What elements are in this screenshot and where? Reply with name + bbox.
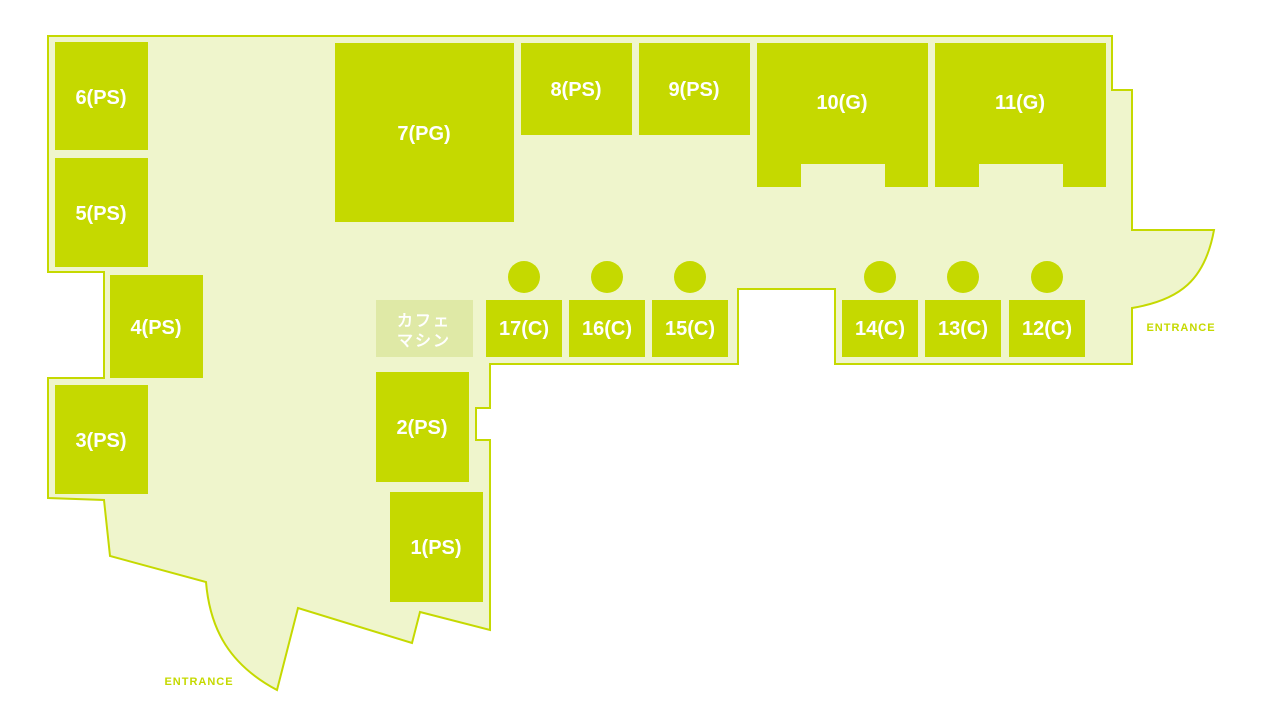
- room-label: 17(C): [499, 318, 549, 340]
- room-label: 13(C): [938, 318, 988, 340]
- room-14[interactable]: 14(C): [842, 261, 918, 357]
- room-label: 5(PS): [75, 203, 126, 225]
- room-15[interactable]: 15(C): [652, 261, 728, 357]
- room-label: 16(C): [582, 318, 632, 340]
- room-8[interactable]: 8(PS): [521, 43, 632, 135]
- room-9[interactable]: 9(PS): [639, 43, 750, 135]
- room-label: 4(PS): [130, 317, 181, 339]
- room-label: 11(G): [995, 92, 1045, 114]
- room-6[interactable]: 6(PS): [55, 42, 148, 150]
- room-label: 10(G): [816, 92, 867, 114]
- entrance-label-right: ENTRANCE: [1146, 322, 1215, 334]
- room-12[interactable]: 12(C): [1009, 261, 1085, 357]
- cafe-label-line1: カフェ: [397, 311, 451, 330]
- entrance-label-left: ENTRANCE: [164, 676, 233, 688]
- cafe-machine[interactable]: カフェ マシン: [376, 300, 473, 357]
- room-17[interactable]: 17(C): [486, 261, 562, 357]
- room-label: 1(PS): [410, 537, 461, 559]
- room-4[interactable]: 4(PS): [110, 275, 203, 378]
- room-label: 6(PS): [75, 87, 126, 109]
- room-label: 12(C): [1022, 318, 1072, 340]
- room-16[interactable]: 16(C): [569, 261, 645, 357]
- room-label: 3(PS): [75, 430, 126, 452]
- room-label: 8(PS): [550, 79, 601, 101]
- room-1[interactable]: 1(PS): [390, 492, 483, 602]
- room-3[interactable]: 3(PS): [55, 385, 148, 494]
- room-label: 15(C): [665, 318, 715, 340]
- room-label: 14(C): [855, 318, 905, 340]
- room-5[interactable]: 5(PS): [55, 158, 148, 267]
- room-label: 9(PS): [668, 79, 719, 101]
- room-11[interactable]: 11(G): [935, 43, 1106, 187]
- room-label: 7(PG): [397, 123, 450, 145]
- room-7[interactable]: 7(PG): [335, 43, 514, 222]
- room-10[interactable]: 10(G): [757, 43, 928, 187]
- room-13[interactable]: 13(C): [925, 261, 1001, 357]
- room-label: 2(PS): [396, 417, 447, 439]
- cafe-label-line2: マシン: [397, 331, 451, 350]
- room-2[interactable]: 2(PS): [376, 372, 469, 482]
